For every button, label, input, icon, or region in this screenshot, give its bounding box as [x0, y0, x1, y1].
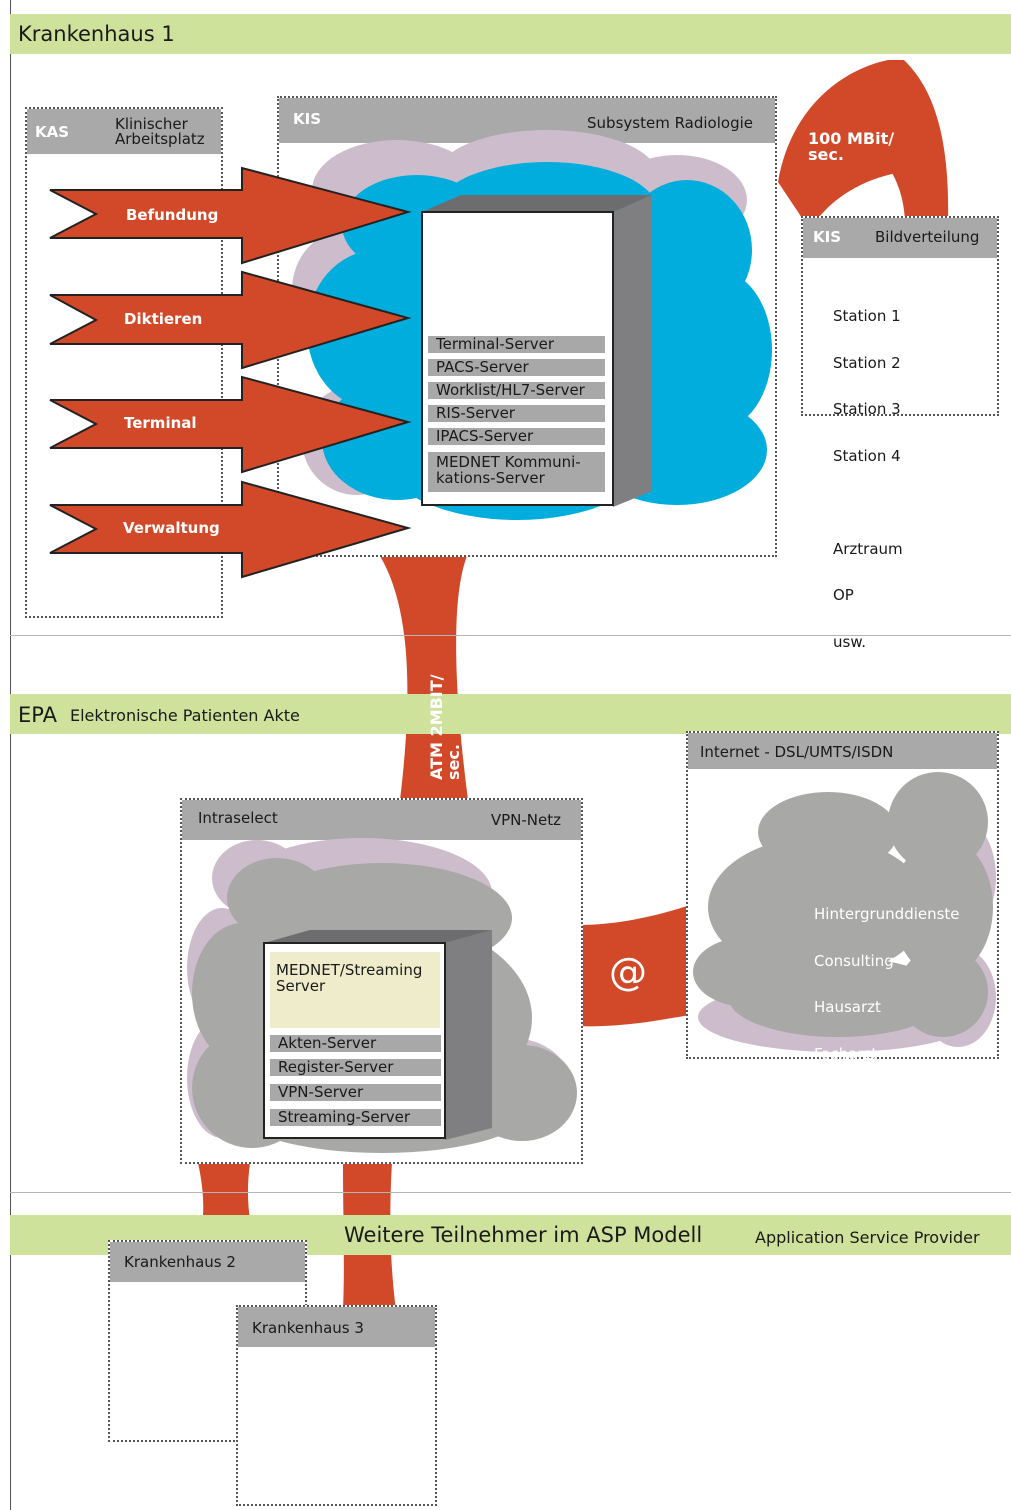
service-item: Facharzt — [814, 1044, 878, 1063]
kis-distribution-header: KIS Bildverteilung — [803, 218, 997, 258]
distribution-item — [833, 495, 903, 511]
arrow-befundung — [49, 166, 412, 265]
server-akten: Akten-Server — [270, 1035, 441, 1052]
kis-distribution-items: Station 1 Station 2 Station 3 Station 4 … — [833, 278, 903, 681]
distribution-item: OP — [833, 586, 854, 604]
server-ipacs: IPACS-Server — [428, 428, 605, 445]
distribution-item: Station 1 — [833, 307, 901, 325]
asp-title: Weitere Teilnehmer im ASP Modell — [344, 1223, 703, 1247]
title-krankenhaus-1: Krankenhaus 1 — [18, 22, 175, 46]
kis-distribution-box: KIS Bildverteilung Station 1 Station 2 S… — [801, 216, 999, 649]
kis-distribution-abbr: KIS — [813, 228, 842, 246]
arrow-label-diktieren: Diktieren — [124, 310, 203, 328]
krankenhaus-3-header: Krankenhaus 3 — [238, 1307, 435, 1347]
link-100mbit-line2: sec. — [808, 145, 844, 164]
arrow-verwaltung — [49, 480, 412, 579]
link-atm-line1: ATM 2MBIT/ — [427, 674, 446, 780]
kas-label-1: Klinischer — [115, 115, 188, 133]
mednet-streaming-line1: MEDNET/Streaming — [276, 961, 423, 979]
server-mednet-line2: kations-Server — [436, 469, 545, 487]
server-streaming: Streaming-Server — [270, 1109, 441, 1126]
mednet-streaming-line2: Server — [276, 977, 326, 995]
internet-label: Internet - DSL/UMTS/ISDN — [700, 743, 894, 761]
kis-radiology-abbr: KIS — [293, 110, 322, 128]
internet-header: Internet - DSL/UMTS/ISDN — [688, 733, 997, 769]
link-at — [578, 905, 690, 1027]
arrow-terminal — [49, 375, 412, 474]
band-epa: EPA Elektronische Patienten Akte — [10, 694, 1011, 734]
link-atm-line2: sec. — [444, 744, 463, 780]
server-mednet-line1: MEDNET Kommuni- — [436, 453, 581, 471]
distribution-item: usw. — [833, 632, 866, 651]
service-item: Hintergrunddienste — [814, 905, 960, 923]
kas-label-2: Arbeitsplatz — [115, 130, 205, 148]
server-register: Register-Server — [270, 1059, 441, 1076]
server-worklist: Worklist/HL7-Server — [428, 382, 605, 399]
server-ris: RIS-Server — [428, 405, 605, 422]
function-arrows — [49, 166, 412, 579]
epa-title: Elektronische Patienten Akte — [70, 706, 300, 725]
link-atm-label: ATM 2MBIT/ sec. — [427, 674, 463, 780]
arrow-diktieren — [49, 270, 412, 370]
service-item: Notfall — [814, 1184, 864, 1202]
kas-abbr: KAS — [35, 123, 70, 141]
distribution-item: Station 3 — [833, 400, 901, 418]
distribution-item: Station 4 — [833, 446, 901, 465]
link-atm — [380, 556, 468, 800]
server-mednet-communication: MEDNET Kommuni- kations-Server — [428, 452, 605, 492]
internet-services: Hintergrunddienste Consulting Hausarzt F… — [814, 876, 960, 1217]
link-100mbit — [778, 60, 904, 230]
epa-abbr: EPA — [18, 703, 57, 727]
distribution-item: Station 2 — [833, 353, 901, 372]
kis-radiology-label: Subsystem Radiologie — [587, 114, 753, 132]
kis-radiology-header: KIS Subsystem Radiologie — [279, 98, 775, 143]
service-item: Consulting — [814, 951, 894, 970]
link-100mbit-label: 100 MBit/ sec. — [808, 131, 894, 163]
internet-cloud — [693, 772, 996, 1052]
epa-server-list: Akten-Server Register-Server VPN-Server … — [264, 1032, 447, 1132]
divider-1 — [10, 635, 1011, 636]
krankenhaus-3-box: Krankenhaus 3 — [236, 1305, 437, 1506]
kis-server-list: Terminal-Server PACS-Server Worklist/HL7… — [422, 212, 611, 505]
link-100mbit-line1: 100 MBit/ — [808, 129, 895, 148]
kas-header: KAS Klinischer Arbeitsplatz — [27, 109, 221, 154]
krankenhaus-3-label: Krankenhaus 3 — [252, 1319, 364, 1337]
server-pacs: PACS-Server — [428, 359, 605, 376]
asp-subtitle: Application Service Provider — [755, 1228, 980, 1247]
server-terminal: Terminal-Server — [428, 336, 605, 353]
service-item: Spezialklinik — [814, 1091, 908, 1109]
krankenhaus-2-label: Krankenhaus 2 — [124, 1253, 236, 1271]
arrow-label-verwaltung: Verwaltung — [123, 519, 220, 537]
service-item: Reha — [814, 1137, 852, 1156]
intraselect-right-label: VPN-Netz — [490, 811, 561, 829]
arrow-label-befundung: Befundung — [126, 206, 219, 224]
krankenhaus-2-header: Krankenhaus 2 — [110, 1242, 305, 1282]
kis-distribution-label: Bildverteilung — [875, 228, 980, 246]
epa-server-panel: MEDNET/Streaming Server — [270, 952, 440, 1028]
service-item: Hausarzt — [814, 998, 881, 1016]
divider-2 — [10, 1192, 1011, 1193]
arrow-label-terminal: Terminal — [124, 414, 197, 432]
intraselect-label: Intraselect — [198, 809, 278, 827]
intraselect-header: Intraselect VPN-Netz — [182, 800, 581, 840]
server-vpn: VPN-Server — [270, 1084, 441, 1101]
distribution-item: Arztraum — [833, 539, 903, 558]
band-krankenhaus-1: Krankenhaus 1 — [10, 14, 1011, 54]
at-symbol: @ — [609, 950, 647, 994]
